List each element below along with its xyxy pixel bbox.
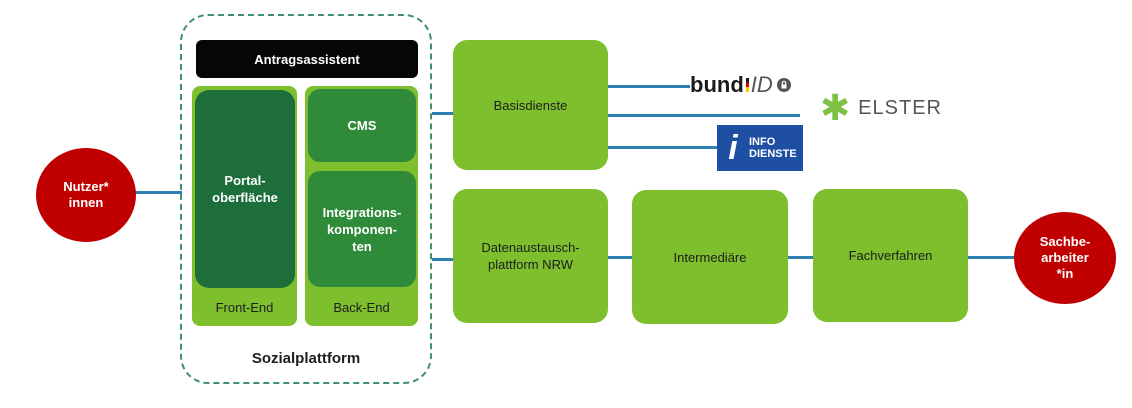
sozialplattform-container	[180, 14, 432, 384]
antragsassistent-box: Antragsassistent	[196, 40, 418, 78]
sozialplattform-label: Sozialplattform	[251, 349, 361, 367]
connector-basis-bundid	[608, 85, 690, 88]
basisdienste-box: Basisdienste	[453, 40, 608, 170]
data-exchange-platform-box: Datenaustausch- plattform NRW	[453, 189, 608, 323]
frontend-label: Front-End	[215, 299, 274, 315]
integration-components-box: Integrations- komponen- ten	[308, 171, 416, 287]
elster-label: ELSTER	[858, 96, 942, 119]
cms-box: CMS	[308, 89, 416, 162]
clerks-node: Sachbe- arbeiter *in	[1014, 212, 1116, 304]
info-i-icon: i	[728, 129, 738, 167]
info-logo-line1: INFO	[749, 136, 776, 148]
backend-label: Back-End	[333, 299, 390, 315]
bundid-logo-dots	[745, 78, 749, 92]
info-logo-line2: DIENSTE	[749, 148, 797, 160]
connector-users-platform	[134, 191, 182, 194]
connector-intermediaries-procedures	[788, 256, 814, 259]
bundid-logo-suffix: ID	[750, 72, 773, 97]
intermediaries-box: Intermediäre	[632, 190, 788, 324]
procedures-box: Fachverfahren	[813, 189, 968, 322]
connector-platform-basis	[432, 112, 454, 115]
bundid-logo: bund ID	[690, 70, 802, 100]
portal-surface-box: Portal- oberfläche	[195, 90, 295, 288]
infodienste-logo: i INFO DIENSTE	[717, 125, 803, 171]
connector-exchange-intermediaries	[607, 256, 633, 259]
connector-procedures-clerks	[967, 256, 1017, 259]
connector-platform-exchange	[432, 258, 454, 261]
data-exchange-platform-label: Datenaustausch- plattform NRW	[481, 240, 580, 272]
users-node: Nutzer* innen	[36, 148, 136, 242]
lock-icon	[776, 78, 791, 92]
connector-basis-elster	[608, 114, 800, 117]
integration-components-label: Integrations- komponen- ten	[322, 204, 402, 254]
elster-logo: ✱ ELSTER	[820, 87, 942, 128]
connector-basis-info	[608, 146, 718, 149]
elster-star-icon: ✱	[820, 87, 851, 128]
bundid-logo-main: bund	[690, 72, 744, 97]
